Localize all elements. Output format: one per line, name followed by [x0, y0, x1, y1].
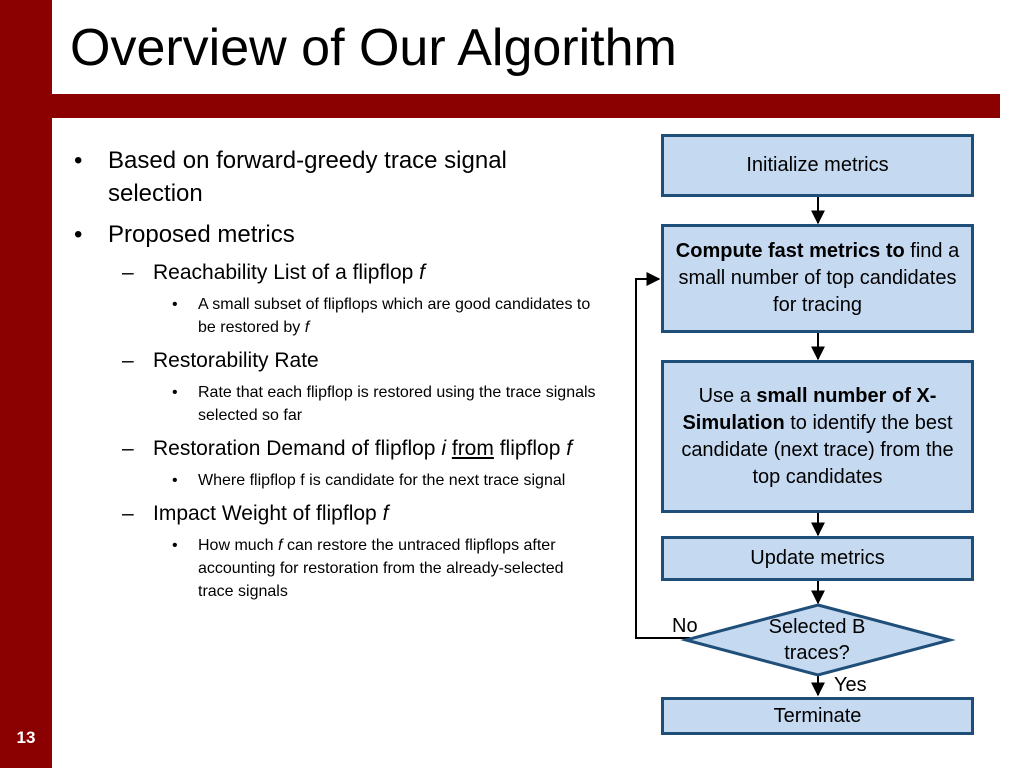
update-metrics-box: Update metrics — [661, 536, 974, 581]
dash-marker: – — [122, 349, 134, 372]
detail-restorability: • Rate that each flipflop is restored us… — [72, 381, 598, 427]
subbullet-restoration-demand: – Restoration Demand of flipflop i from … — [72, 435, 593, 463]
subbullet-impact-weight: – Impact Weight of flipflop f — [72, 500, 602, 528]
title-rule-bar — [52, 94, 1000, 118]
dash-marker: – — [122, 437, 134, 460]
subbullet-restorability: – Restorability Rate — [72, 347, 602, 375]
left-accent-band — [0, 0, 52, 768]
xsim-text: Use a small number of X-Simulation to id… — [681, 384, 954, 488]
detail-reachability: • A small subset of flipflops which are … — [72, 293, 598, 339]
dash-marker: – — [122, 261, 134, 284]
bullet-list: • Based on forward-greedy trace signal s… — [72, 144, 602, 611]
decision-diamond — [680, 603, 956, 677]
yes-branch-label: Yes — [834, 674, 867, 696]
no-branch-label: No — [672, 615, 698, 637]
slide-title: Overview of Our Algorithm — [70, 19, 677, 77]
detail-restoration-demand: • Where flipflop f is candidate for the … — [72, 469, 598, 492]
bullet-marker: • — [74, 147, 83, 174]
arrow-no-loop — [635, 272, 690, 639]
terminate-box: Terminate — [661, 697, 974, 735]
bullet-marker: • — [172, 537, 178, 554]
bullet-proposed-metrics: • Proposed metrics — [72, 218, 602, 251]
bullet-marker: • — [74, 221, 83, 248]
bullet-marker: • — [172, 384, 178, 401]
initialize-metrics-box: Initialize metrics — [661, 134, 974, 197]
detail-impact-weight: • How much f can restore the untraced fl… — [72, 534, 598, 603]
decision-label: Selected B traces? — [768, 616, 866, 664]
compute-text: Compute fast metrics to find a small num… — [675, 240, 960, 316]
compute-fast-metrics-box: Compute fast metrics to find a small num… — [661, 224, 974, 333]
dash-marker: – — [122, 502, 134, 525]
bullet-marker: • — [172, 472, 178, 489]
x-simulation-box: Use a small number of X-Simulation to id… — [661, 360, 974, 513]
page-number: 13 — [16, 728, 36, 747]
subbullet-reachability: – Reachability List of a flipflop f — [72, 259, 602, 287]
bullet-forward-greedy: • Based on forward-greedy trace signal s… — [72, 144, 602, 210]
bullet-marker: • — [172, 296, 178, 313]
